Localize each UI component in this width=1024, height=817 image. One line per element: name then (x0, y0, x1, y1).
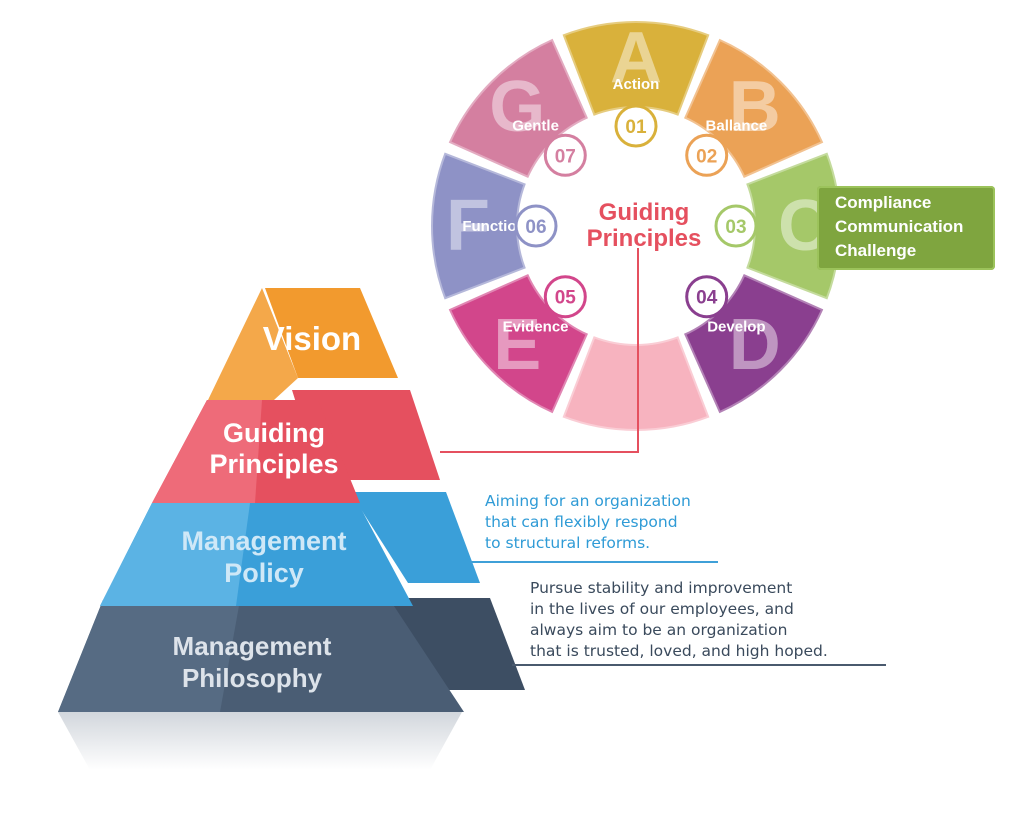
c-callout-line: Challenge (835, 241, 917, 260)
philosophy-underline (512, 664, 886, 666)
wheel-segment-letter: F (446, 186, 490, 266)
wheel-segment-letter: D (729, 305, 781, 385)
wheel-number-badge (543, 275, 587, 319)
wheel-number-badge (685, 133, 729, 177)
wheel-number-label: 07 (555, 146, 576, 167)
philosophy-description: Pursue stability and improvement in the … (530, 578, 828, 662)
pyramid-label-vision: Vision (263, 320, 361, 357)
wheel-segment-label: Action (613, 76, 660, 93)
wheel-number-label: 03 (725, 217, 746, 238)
policy-description-line: to structural reforms. (485, 534, 651, 552)
wheel-number-label: 06 (525, 217, 546, 238)
wheel-segment-letter: E (493, 305, 541, 385)
wheel-number-badge (543, 133, 587, 177)
wheel-segment-label: Gentle (512, 118, 559, 135)
wheel-segment (446, 271, 591, 416)
wheel-number-badge (614, 104, 658, 148)
wheel-segment-label: Ballance (706, 118, 768, 135)
wheel-segment (559, 333, 713, 433)
philosophy-description-line: in the lives of our employees, and (530, 600, 794, 618)
pyramid-label-guiding-1: Guiding (223, 418, 325, 448)
wheel-number-label: 05 (555, 288, 577, 309)
philosophy-description-line: always aim to be an organization (530, 621, 788, 639)
pyramid-label-policy-2: Policy (224, 558, 304, 588)
policy-description-line: Aiming for an organization (485, 492, 691, 510)
wheel-segment-letter: A (610, 18, 662, 98)
pyramid-level-policy-side (350, 492, 480, 583)
wheel-segment (681, 36, 826, 181)
wheel-segment-letter: B (729, 67, 781, 147)
wheel-segment (681, 271, 826, 416)
wheel-number-label: 01 (625, 117, 647, 138)
pyramid-level-vision-left (208, 288, 298, 400)
wheel-segment-label: Evidence (503, 318, 569, 335)
c-callout-box: Compliance Communication Challenge (817, 186, 995, 270)
policy-underline (470, 561, 718, 563)
wheel-number-badge (685, 275, 729, 319)
wheel-center-title: Principles (587, 225, 702, 252)
connector-line (440, 248, 639, 453)
pyramid-label-policy-1: Management (181, 526, 346, 556)
wheel-segment (429, 149, 529, 303)
philosophy-description-line: Pursue stability and improvement (530, 579, 793, 597)
wheel-number-label: 04 (696, 288, 718, 309)
pyramid-reflection (58, 712, 462, 770)
philosophy-description-line: that is trusted, loved, and high hoped. (530, 642, 828, 660)
wheel-number-label: 02 (696, 146, 717, 167)
wheel-segment-label: Develop (707, 318, 765, 335)
wheel-number-badge (514, 204, 558, 248)
pyramid-level-philosophy-left (58, 600, 240, 712)
wheel-segment-letter: G (489, 67, 545, 147)
pyramid-label-guiding-2: Principles (209, 449, 338, 479)
wheel-center-title: Guiding (599, 199, 690, 226)
pyramid-label-philosophy-2: Philosophy (182, 663, 323, 693)
pyramid-level-policy-left (100, 503, 250, 606)
wheel-number-badge (714, 204, 758, 248)
pyramid-label-philosophy-1: Management (173, 631, 332, 661)
policy-description-line: that can flexibly respond (485, 513, 678, 531)
wheel-segment-label: Function (462, 218, 525, 235)
c-callout-line: Communication (835, 217, 964, 236)
pyramid: Vision Guiding Principles Management Pol… (58, 288, 525, 770)
c-callout-line: Compliance (835, 193, 932, 212)
pyramid-level-guiding-left (152, 400, 262, 503)
pyramid-level-vision-side (265, 288, 398, 378)
wheel-segment (446, 36, 591, 181)
policy-description: Aiming for an organization that can flex… (485, 491, 691, 554)
wheel-segment (559, 19, 713, 119)
